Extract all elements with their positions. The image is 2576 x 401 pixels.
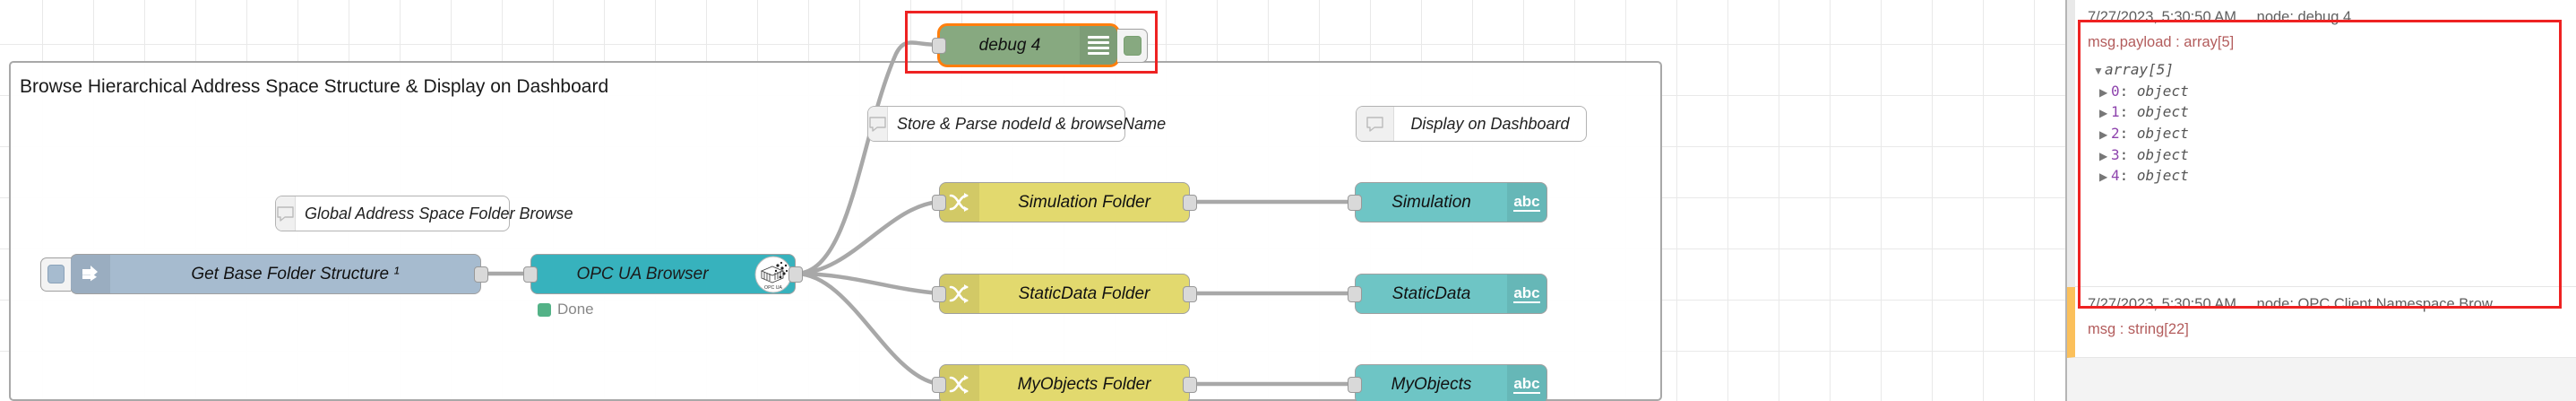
debug-item-value: object: [2136, 82, 2189, 100]
switch-branch-icon: [940, 365, 979, 401]
abc-icon: abc: [1507, 365, 1546, 401]
output-port[interactable]: [788, 266, 803, 283]
debug-item-index: 0: [2111, 82, 2120, 100]
debug-message[interactable]: 7/27/2023, 5:30:50 AM node: debug 4 msg.…: [2067, 0, 2576, 287]
switch-node-label: Simulation Folder: [1018, 192, 1150, 212]
expand-triangle-icon[interactable]: ▶: [2099, 170, 2108, 184]
svg-text:OPC UA: OPC UA: [764, 285, 782, 291]
switch-branch-icon: [940, 183, 979, 222]
debug-tree-root-label: array[5]: [2105, 61, 2175, 78]
input-port[interactable]: [1348, 194, 1362, 211]
abc-icon: abc: [1507, 183, 1546, 222]
ui-text-node-label: MyObjects: [1391, 374, 1472, 394]
output-port[interactable]: [1183, 285, 1197, 302]
inject-node-label: Get Base Folder Structure ¹: [191, 264, 400, 283]
status-dot-icon: [538, 302, 551, 317]
output-port[interactable]: [1183, 194, 1197, 211]
debug-node-4[interactable]: debug 4: [932, 23, 1148, 67]
debug-source-node: node: OPC Client Namespace Brow: [2256, 296, 2493, 312]
debug-item-index: 3: [2111, 145, 2120, 163]
expand-triangle-icon[interactable]: ▶: [2099, 85, 2108, 99]
debug-message-topic: msg : string[22]: [2088, 321, 2189, 337]
debug-message[interactable]: 7/27/2023, 5:30:50 AM node: OPC Client N…: [2067, 287, 2576, 358]
ui-text-node-simulation[interactable]: Simulation abc: [1348, 182, 1547, 222]
comment-label: Global Address Space Folder Browse: [305, 204, 573, 222]
opcua-browser-node[interactable]: OPC UA Browser OPC UA: [523, 254, 803, 294]
debug-message-topic: msg.payload : array[5]: [2088, 34, 2235, 50]
switch-node-label: StaticData Folder: [1018, 283, 1150, 303]
switch-node-staticdata-folder[interactable]: StaticData Folder: [932, 274, 1197, 314]
comment-node-store-parse[interactable]: Store & Parse nodeId & browseName: [867, 106, 1166, 142]
expand-triangle-icon[interactable]: ▶: [2099, 128, 2108, 142]
inject-arrow-icon: [71, 255, 110, 293]
output-port[interactable]: [474, 266, 488, 283]
flow-canvas[interactable]: Browse Hierarchical Address Space Struct…: [0, 0, 2065, 401]
switch-node-simulation-folder[interactable]: Simulation Folder: [932, 182, 1197, 222]
ui-text-node-label: Simulation: [1391, 192, 1471, 212]
comment-node-display-dashboard[interactable]: Display on Dashboard: [1356, 106, 1587, 142]
inject-trigger-indicator: [47, 265, 65, 283]
input-port[interactable]: [932, 194, 946, 211]
ui-text-node-label: StaticData: [1391, 283, 1471, 303]
debug-item-value: object: [2136, 125, 2189, 143]
ui-text-node-myobjects[interactable]: MyObjects abc: [1348, 364, 1547, 401]
debug-tree-root-row[interactable]: ▼array[5]: [2088, 59, 2563, 81]
inject-trigger-button[interactable]: [40, 257, 71, 292]
debug-payload-tree[interactable]: ▼array[5] ▶0: object ▶1: object ▶2: obje…: [2088, 59, 2563, 187]
input-port[interactable]: [1348, 285, 1362, 302]
switch-node-label: MyObjects Folder: [1017, 374, 1151, 394]
output-port[interactable]: [1183, 376, 1197, 393]
comment-icon: [868, 107, 888, 141]
debug-node-label: debug 4: [978, 35, 1041, 55]
debug-item-index: 2: [2111, 125, 2120, 143]
debug-item-value: object: [2136, 167, 2189, 185]
input-port[interactable]: [1348, 376, 1362, 393]
group-label: Browse Hierarchical Address Space Struct…: [20, 76, 609, 97]
debug-message-header: 7/27/2023, 5:30:50 AM node: OPC Client N…: [2088, 296, 2563, 313]
expand-triangle-icon[interactable]: ▶: [2099, 149, 2108, 162]
debug-lines-icon: [1080, 26, 1117, 65]
debug-item-index: 4: [2111, 167, 2120, 185]
debug-enable-toggle[interactable]: [1117, 28, 1148, 63]
input-port[interactable]: [523, 266, 538, 283]
debug-tree-item[interactable]: ▶1: object: [2099, 103, 2189, 121]
comment-node-global-address-space[interactable]: Global Address Space Folder Browse: [275, 196, 573, 231]
ui-text-node-staticdata[interactable]: StaticData abc: [1348, 274, 1547, 314]
switch-node-myobjects-folder[interactable]: MyObjects Folder: [932, 364, 1197, 401]
debug-timestamp: 7/27/2023, 5:30:50 AM: [2088, 9, 2237, 25]
input-port[interactable]: [932, 376, 946, 393]
debug-enabled-indicator: [1123, 35, 1142, 56]
comment-label: Display on Dashboard: [1410, 114, 1570, 133]
inject-node-get-base-folder-structure[interactable]: Get Base Folder Structure ¹: [40, 254, 488, 294]
switch-branch-icon: [940, 275, 979, 313]
collapse-triangle-icon[interactable]: ▼: [2093, 65, 2104, 77]
debug-message-header: 7/27/2023, 5:30:50 AM node: debug 4: [2088, 9, 2563, 26]
debug-timestamp: 7/27/2023, 5:30:50 AM: [2088, 296, 2237, 312]
debug-tree-item[interactable]: ▶3: object: [2099, 145, 2189, 163]
abc-icon: abc: [1507, 275, 1546, 313]
debug-item-index: 1: [2111, 103, 2120, 121]
comment-label: Store & Parse nodeId & browseName: [897, 114, 1167, 133]
input-port[interactable]: [932, 285, 946, 302]
debug-tree-item[interactable]: ▶4: object: [2099, 167, 2189, 185]
input-port[interactable]: [932, 37, 946, 54]
opcua-logo-icon: OPC UA: [754, 256, 793, 292]
opcua-node-label: OPC UA Browser: [576, 264, 709, 283]
debug-sidebar[interactable]: 7/27/2023, 5:30:50 AM node: debug 4 msg.…: [2065, 0, 2576, 401]
status-text: Done: [557, 301, 594, 318]
debug-tree-item[interactable]: ▶0: object: [2099, 82, 2189, 100]
debug-tree-item[interactable]: ▶2: object: [2099, 125, 2189, 143]
expand-triangle-icon[interactable]: ▶: [2099, 107, 2108, 120]
comment-icon: [1357, 107, 1394, 141]
debug-source-node: node: debug 4: [2256, 9, 2352, 25]
comment-icon: [276, 196, 296, 231]
debug-item-value: object: [2136, 103, 2189, 121]
opcua-node-status: Done: [538, 301, 594, 318]
debug-item-value: object: [2136, 145, 2189, 163]
